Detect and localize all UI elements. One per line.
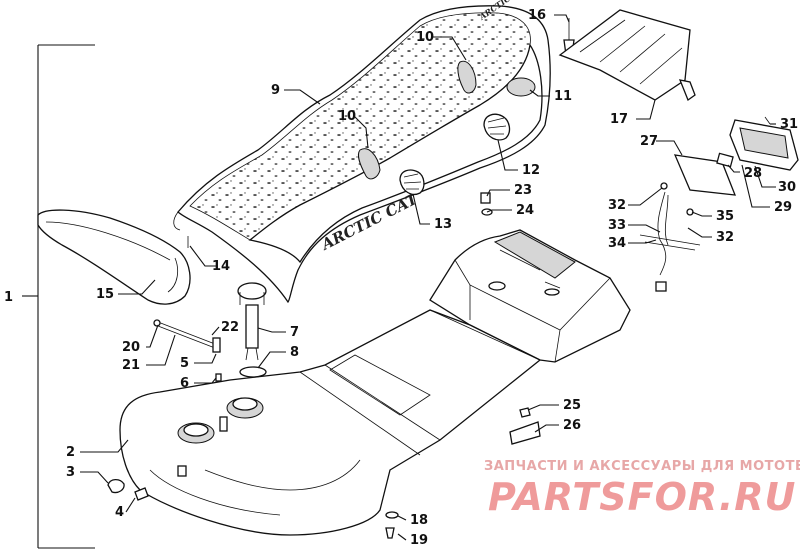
plate-26 [509, 421, 541, 445]
callout-33: 33 [608, 218, 626, 233]
screw-19 [385, 527, 395, 539]
callout-12: 12 [522, 163, 540, 178]
callout-8: 8 [290, 345, 299, 360]
callout-32-upper: 32 [608, 198, 626, 213]
callout-11: 11 [554, 89, 572, 104]
callout-2: 2 [66, 445, 75, 460]
callout-13: 13 [434, 217, 452, 232]
callout-20: 20 [122, 340, 140, 355]
taillight-bracket [558, 9, 696, 102]
nut-23 [480, 192, 491, 204]
callout-22: 22 [221, 320, 239, 335]
callout-numbers: 1 2 3 4 5 6 7 8 9 10 10 11 12 13 14 15 1… [4, 8, 798, 548]
fuel-tank [119, 309, 542, 536]
cap-12 [483, 113, 511, 141]
callout-4: 4 [115, 505, 124, 520]
callout-21: 21 [122, 358, 140, 373]
callout-10-lower: 10 [338, 109, 356, 124]
callout-32-lower: 32 [716, 230, 734, 245]
callout-1: 1 [4, 290, 13, 305]
watermark: ЗАПЧАСТИ И АКСЕССУАРЫ ДЛЯ МОТОТЕХНИКИ PA… [484, 459, 800, 519]
fuel-sender [237, 282, 267, 378]
taillight-socket [660, 152, 737, 216]
callout-31: 31 [780, 117, 798, 132]
callout-30: 30 [778, 180, 796, 195]
callout-14: 14 [212, 259, 230, 274]
callout-34: 34 [608, 236, 626, 251]
assembly-bracket [22, 44, 95, 549]
wiring-harness [639, 191, 701, 292]
nut-25 [519, 407, 531, 418]
callout-19: 19 [410, 533, 428, 548]
callout-3: 3 [66, 465, 75, 480]
callout-26: 26 [563, 418, 581, 433]
mud-flap [37, 209, 191, 305]
callout-35: 35 [716, 209, 734, 224]
callout-25: 25 [563, 398, 581, 413]
callout-9: 9 [271, 83, 280, 98]
callout-16: 16 [528, 8, 546, 23]
callout-17: 17 [610, 112, 628, 127]
bolt-4 [134, 487, 149, 501]
callout-23: 23 [514, 183, 532, 198]
clip-3 [107, 478, 125, 494]
callout-5: 5 [180, 356, 189, 371]
callout-29: 29 [774, 200, 792, 215]
watermark-brand: PARTSFOR.RU [488, 475, 796, 519]
callout-28: 28 [744, 166, 762, 181]
callout-18: 18 [410, 513, 428, 528]
callout-24: 24 [516, 203, 534, 218]
vent-hose [153, 319, 222, 382]
callout-27: 27 [640, 134, 658, 149]
storage-tray [429, 229, 631, 363]
cap-13 [399, 169, 425, 195]
callout-10-upper: 10 [416, 30, 434, 45]
taillight-housing [729, 116, 799, 171]
grommet-18 [385, 511, 399, 519]
seat: ARCTIC CAT ARCTIC CAT [173, 0, 551, 304]
callout-7: 7 [290, 325, 299, 340]
callout-6: 6 [180, 376, 189, 391]
leader-lines [80, 14, 776, 541]
callout-15: 15 [96, 287, 114, 302]
watermark-tagline: ЗАПЧАСТИ И АКСЕССУАРЫ ДЛЯ МОТОТЕХНИКИ [484, 459, 800, 474]
